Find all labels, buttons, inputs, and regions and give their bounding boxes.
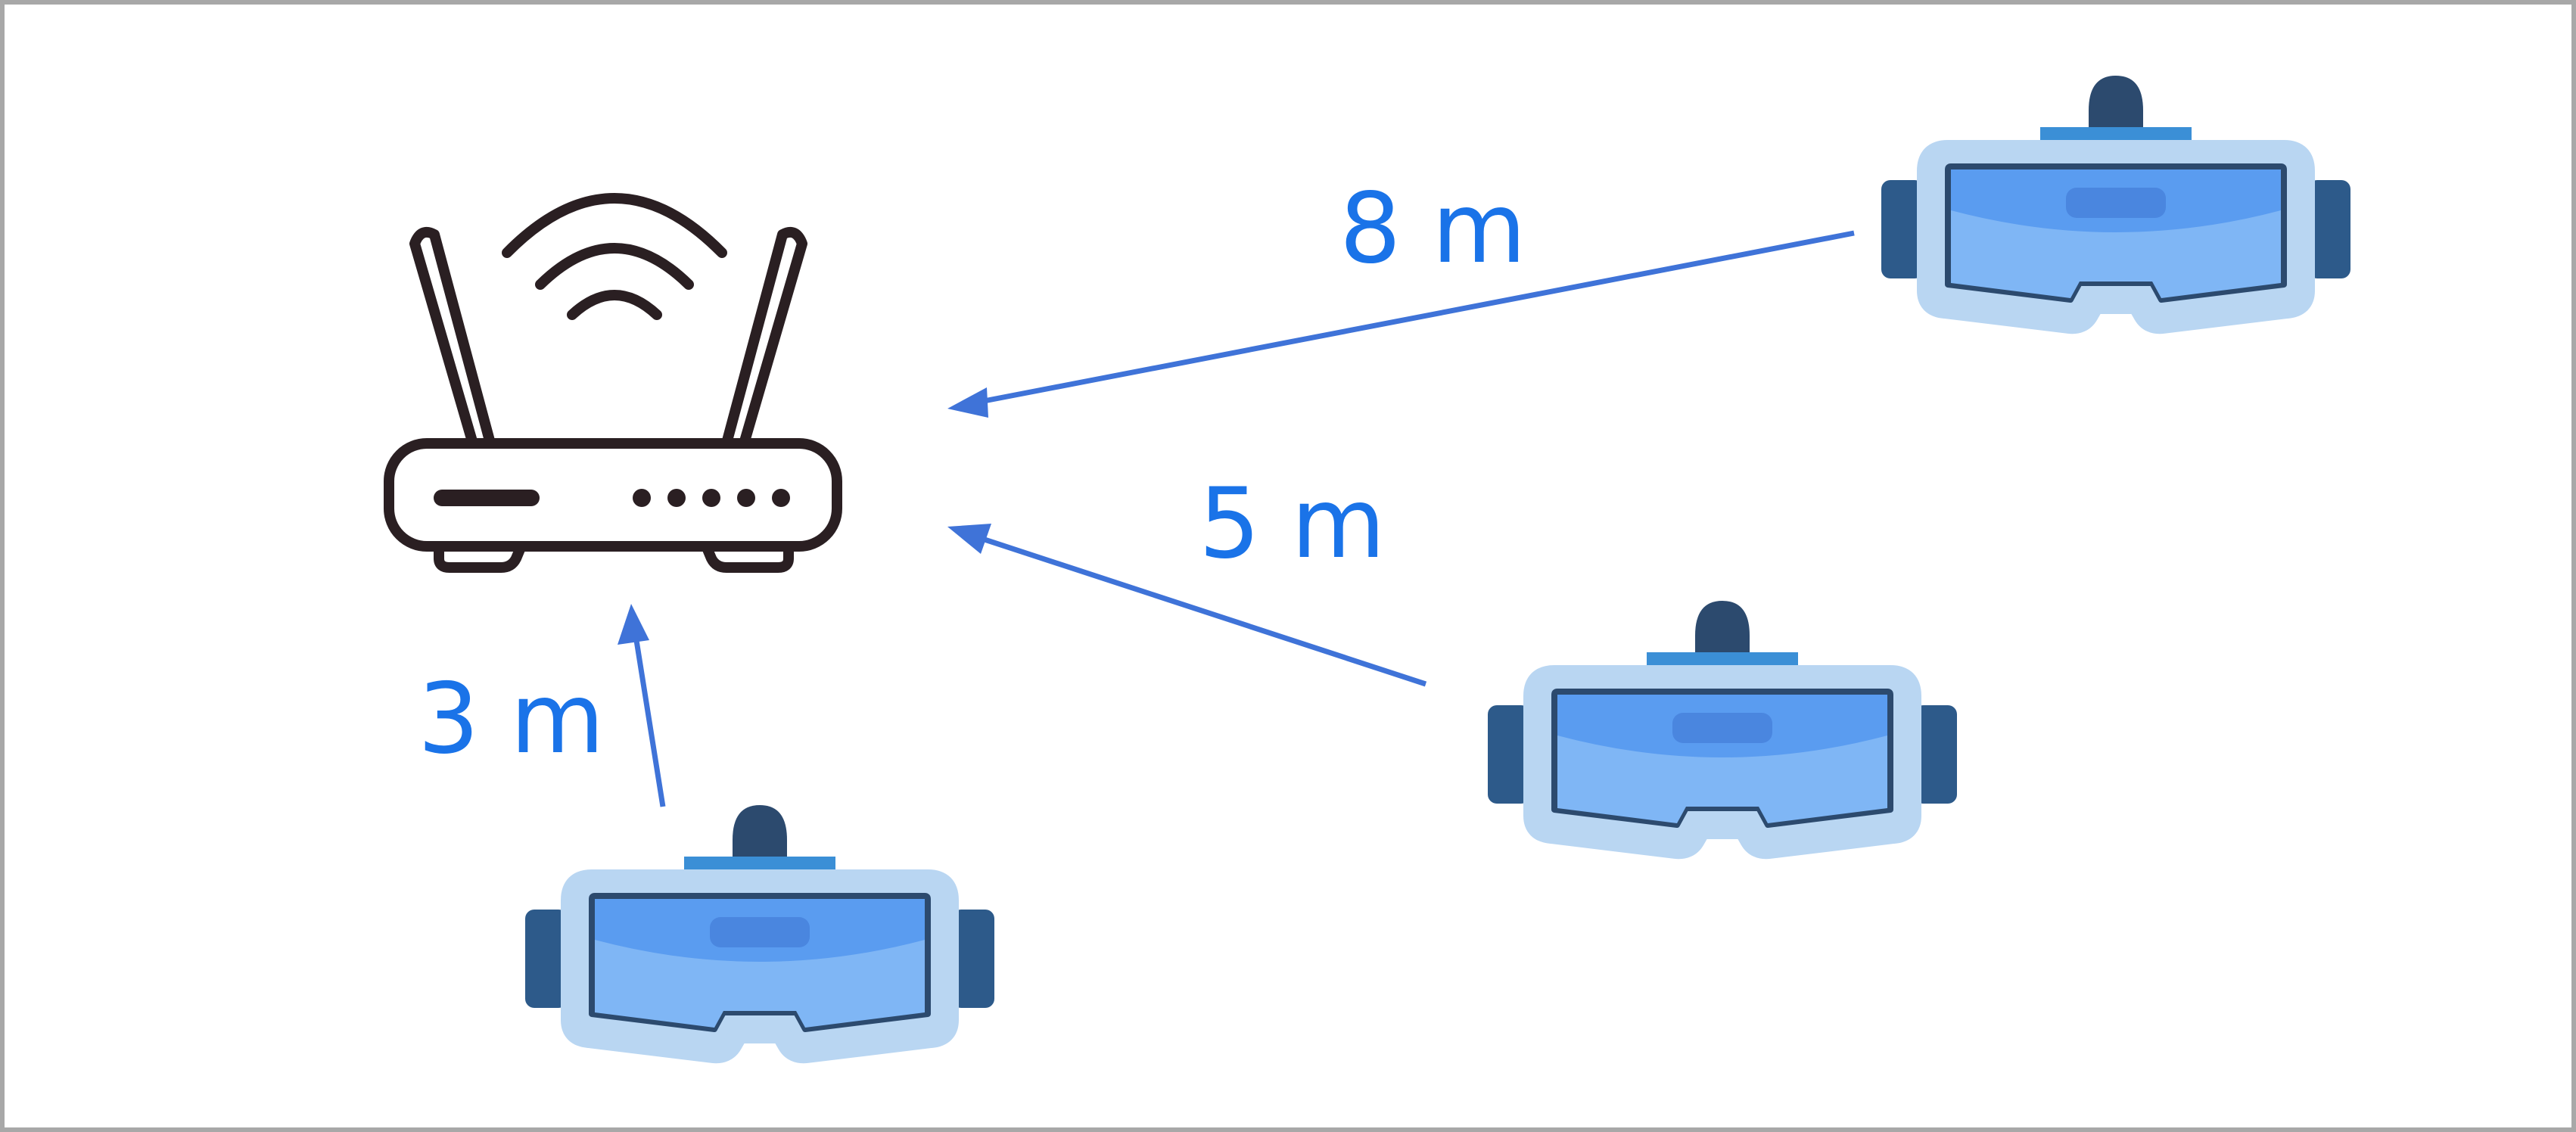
router-status-lights bbox=[633, 489, 790, 507]
arrowhead-near bbox=[618, 604, 649, 645]
arrow-far bbox=[983, 230, 1855, 404]
vr-headset-icon-far bbox=[1881, 76, 2350, 324]
arrowhead-mid bbox=[947, 524, 991, 554]
arrowhead-far bbox=[947, 387, 988, 418]
wifi-router-icon bbox=[384, 193, 842, 573]
arrow-mid bbox=[981, 536, 1427, 687]
vr-headset-icon-near bbox=[525, 805, 994, 1053]
distance-label-far: 8 m bbox=[1339, 173, 1526, 285]
arrow-near bbox=[633, 635, 666, 807]
vr-headset-icon-mid bbox=[1488, 601, 1957, 849]
distance-label-mid: 5 m bbox=[1199, 468, 1386, 580]
distance-label-near: 3 m bbox=[418, 663, 605, 776]
